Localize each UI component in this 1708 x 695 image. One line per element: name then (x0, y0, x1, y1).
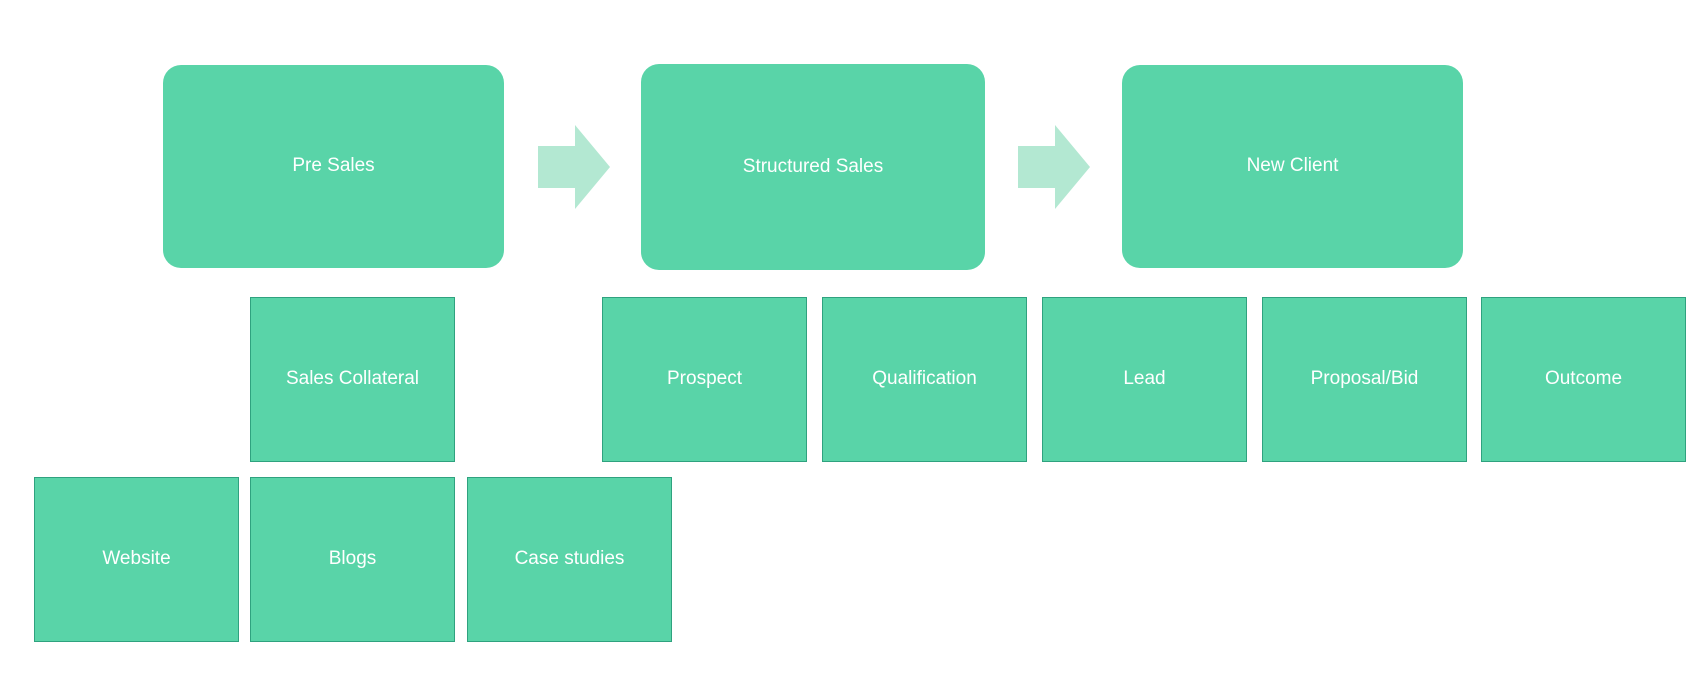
stage-new-client: New Client (1122, 65, 1463, 268)
step-label: Outcome (1544, 368, 1623, 390)
step-label: Proposal/Bid (1310, 368, 1419, 390)
right-arrow-icon (1018, 125, 1090, 209)
stage-new-client-label: New Client (1246, 155, 1339, 177)
step-qualification: Qualification (822, 297, 1027, 462)
sales-collateral-box: Sales Collateral (250, 297, 455, 462)
step-prospect: Prospect (602, 297, 807, 462)
stage-structured-sales-label: Structured Sales (742, 155, 884, 177)
step-label: Qualification (872, 368, 977, 390)
collateral-item-website: Website (34, 477, 239, 642)
stage-pre-sales: Pre Sales (163, 65, 504, 268)
step-label: Lead (1123, 368, 1166, 390)
step-proposal-bid: Proposal/Bid (1262, 297, 1467, 462)
stage-pre-sales-label: Pre Sales (292, 155, 375, 177)
collateral-item-label: Blogs (328, 548, 377, 570)
step-lead: Lead (1042, 297, 1247, 462)
right-arrow-icon (538, 125, 610, 209)
sales-collateral-label: Sales Collateral (285, 368, 420, 390)
collateral-item-label: Website (102, 548, 171, 570)
step-label: Prospect (667, 368, 742, 390)
stage-structured-sales: Structured Sales (641, 64, 985, 270)
collateral-item-blogs: Blogs (250, 477, 455, 642)
collateral-item-label: Case studies (514, 548, 625, 570)
step-outcome: Outcome (1481, 297, 1686, 462)
collateral-item-case-studies: Case studies (467, 477, 672, 642)
